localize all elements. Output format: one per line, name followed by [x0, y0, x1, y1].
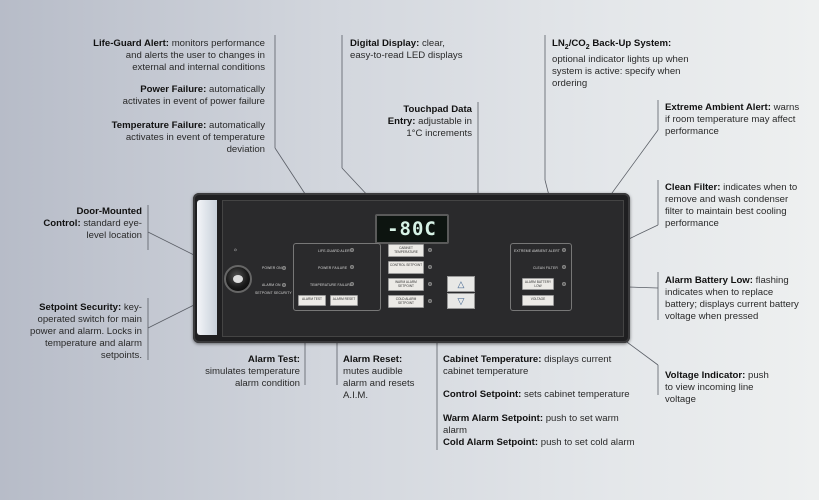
callout-control-setpoint: Control Setpoint: sets cabinet temperatu… — [443, 389, 643, 401]
callout-setpoint-security-title: Setpoint Security: — [39, 302, 122, 313]
extreme-ambient-led — [562, 248, 566, 252]
callout-temp-title: Temperature Failure: — [111, 120, 207, 131]
callout-control-title: Control Setpoint: — [443, 389, 522, 400]
callout-touchpad-title: Touchpad Data Entry: — [387, 104, 472, 127]
callout-temp-text: automatically activates in event of temp… — [125, 120, 265, 155]
ln2-title-sub2: 2 — [585, 43, 590, 51]
lifeguard-alert-led — [350, 248, 354, 252]
callout-lifeguard-text: monitors performance and alerts the user… — [125, 38, 265, 73]
cold-alarm-setpoint-led — [428, 299, 432, 303]
callout-power-failure: Power Failure: automatically activates i… — [100, 84, 265, 108]
callout-voltage: Voltage Indicator: push to view incoming… — [665, 370, 775, 406]
down-arrow-button[interactable]: ▽ — [447, 293, 475, 309]
warm-alarm-setpoint-button[interactable]: WARM ALARM SETPOINT — [388, 278, 424, 291]
callout-alarm-reset-text: mutes audible alarm and resets A.I.M. — [343, 366, 415, 401]
ln2-title-sub1: 2 — [564, 43, 569, 51]
callout-extreme-title: Extreme Ambient Alert: — [665, 102, 771, 113]
callout-voltage-text: push to view incoming line voltage — [665, 370, 769, 405]
callout-alarm-test: Alarm Test: simulates temperature alarm … — [205, 354, 300, 390]
alarm-on-led — [282, 283, 286, 287]
ln2-title-c: Back-Up System: — [589, 38, 672, 49]
callout-voltage-title: Voltage Indicator: — [665, 370, 746, 381]
alarm-battery-led — [562, 282, 566, 286]
callout-filter-title: Clean Filter: — [665, 182, 721, 193]
callout-cold-title: Cold Alarm Setpoint: — [443, 437, 539, 448]
callout-digital-text: clear, easy-to-read LED displays — [350, 38, 463, 61]
callout-power-text: automatically activates in event of powe… — [122, 84, 265, 107]
alarm-test-button[interactable]: ALARM TEST — [298, 295, 326, 306]
cold-alarm-setpoint-button[interactable]: COLD ALARM SETPOINT — [388, 295, 424, 308]
setpoint-security-label: SETPOINT SECURITY — [255, 291, 292, 295]
callout-alarm-reset: Alarm Reset: mutes audible alarm and res… — [343, 354, 428, 402]
callout-digital-title: Digital Display: — [350, 38, 420, 49]
callout-ln2-title: LN2/CO2 Back-Up System: — [552, 38, 672, 51]
callout-touchpad: Touchpad Data Entry: adjustable in 1°C i… — [380, 104, 472, 140]
voltage-button[interactable]: VOLTAGE — [522, 295, 554, 306]
alarm-indicator-frame — [293, 243, 381, 311]
power-icon: ⏻ — [234, 248, 237, 252]
callout-cabinet-title: Cabinet Temperature: — [443, 354, 542, 365]
warm-alarm-setpoint-led — [428, 282, 432, 286]
callout-alarm-battery: Alarm Battery Low: flashing indicates wh… — [665, 275, 805, 323]
alarm-on-label: ALARM ON — [262, 283, 281, 287]
power-on-led — [282, 266, 286, 270]
callout-lifeguard: Life-Guard Alert: monitors performance a… — [90, 38, 265, 74]
temperature-failure-led — [350, 282, 354, 286]
up-arrow-button[interactable]: △ — [447, 276, 475, 292]
callout-cabinet-temperature: Cabinet Temperature: displays current ca… — [443, 354, 613, 378]
callout-ln2-co2: LN2/CO2 Back-Up System: optional indicat… — [552, 38, 697, 90]
temperature-failure-label: TEMPERATURE FAILURE — [310, 283, 353, 287]
callout-alarm-test-title: Alarm Test: — [247, 354, 300, 365]
lifeguard-alert-label: LIFE-GUARD ALERT — [318, 249, 352, 253]
callout-filter-text: indicates when to remove and wash conden… — [665, 182, 798, 229]
callout-door-title: Door-Mounted Control: — [43, 206, 142, 229]
cabinet-temperature-led — [428, 248, 432, 252]
power-failure-label: POWER FAILURE — [318, 266, 348, 270]
callout-temperature-failure: Temperature Failure: automatically activ… — [100, 120, 265, 156]
clean-filter-led — [562, 265, 566, 269]
ln2-title-a: LN — [552, 38, 565, 49]
control-setpoint-led — [428, 265, 432, 269]
cabinet-temperature-button[interactable]: CABINET TEMPERATURE — [388, 244, 424, 257]
callout-cold-alarm: Cold Alarm Setpoint: push to set cold al… — [443, 437, 643, 449]
callout-warm-text: push to set warm alarm — [443, 413, 619, 436]
digital-display: -80C — [375, 214, 449, 244]
power-on-label: POWER ON — [262, 266, 282, 270]
callout-power-title: Power Failure: — [140, 84, 207, 95]
callout-battery-text: flashing indicates when to replace batte… — [665, 275, 799, 322]
callout-alarm-reset-title: Alarm Reset: — [343, 354, 403, 365]
key-slot — [233, 275, 243, 283]
alarm-battery-button[interactable]: ALARM BATTERY LOW — [522, 278, 554, 290]
callout-warm-title: Warm Alarm Setpoint: — [443, 413, 544, 424]
panel-edge — [197, 200, 217, 335]
callout-door-control: Door-Mounted Control: standard eye-level… — [40, 206, 142, 242]
callout-cold-text: push to set cold alarm — [540, 437, 635, 448]
callout-setpoint-security: Setpoint Security: key-operated switch f… — [30, 302, 142, 362]
callout-warm-alarm: Warm Alarm Setpoint: push to set warm al… — [443, 413, 643, 437]
control-setpoint-button[interactable]: CONTROL SETPOINT — [388, 261, 424, 274]
extreme-ambient-label: EXTREME AMBIENT ALERT — [514, 249, 560, 253]
callout-extreme-ambient: Extreme Ambient Alert: warns if room tem… — [665, 102, 800, 138]
callout-battery-title: Alarm Battery Low: — [665, 275, 753, 286]
ln2-title-b: /CO — [568, 38, 586, 49]
status-indicator-frame — [510, 243, 572, 311]
power-failure-led — [350, 265, 354, 269]
callout-digital-display: Digital Display: clear, easy-to-read LED… — [350, 38, 470, 62]
callout-setpoint-security-text: key-operated switch for main power and a… — [30, 302, 142, 361]
callout-clean-filter: Clean Filter: indicates when to remove a… — [665, 182, 800, 230]
alarm-reset-button[interactable]: ALARM RESET — [330, 295, 358, 306]
callout-ln2-text: optional indicator lights up when system… — [552, 53, 689, 89]
callout-alarm-test-text: simulates temperature alarm condition — [205, 366, 300, 389]
callout-door-text: standard eye-level location — [83, 218, 142, 241]
callout-touchpad-text: adjustable in 1°C increments — [406, 116, 472, 139]
callout-lifeguard-title: Life-Guard Alert: — [93, 38, 170, 49]
clean-filter-label: CLEAN FILTER — [533, 266, 558, 270]
callout-cabinet-text: displays current cabinet temperature — [443, 354, 612, 377]
callout-extreme-text: warns if room temperature may affect per… — [665, 102, 800, 137]
callout-control-text: sets cabinet temperature — [524, 389, 630, 400]
